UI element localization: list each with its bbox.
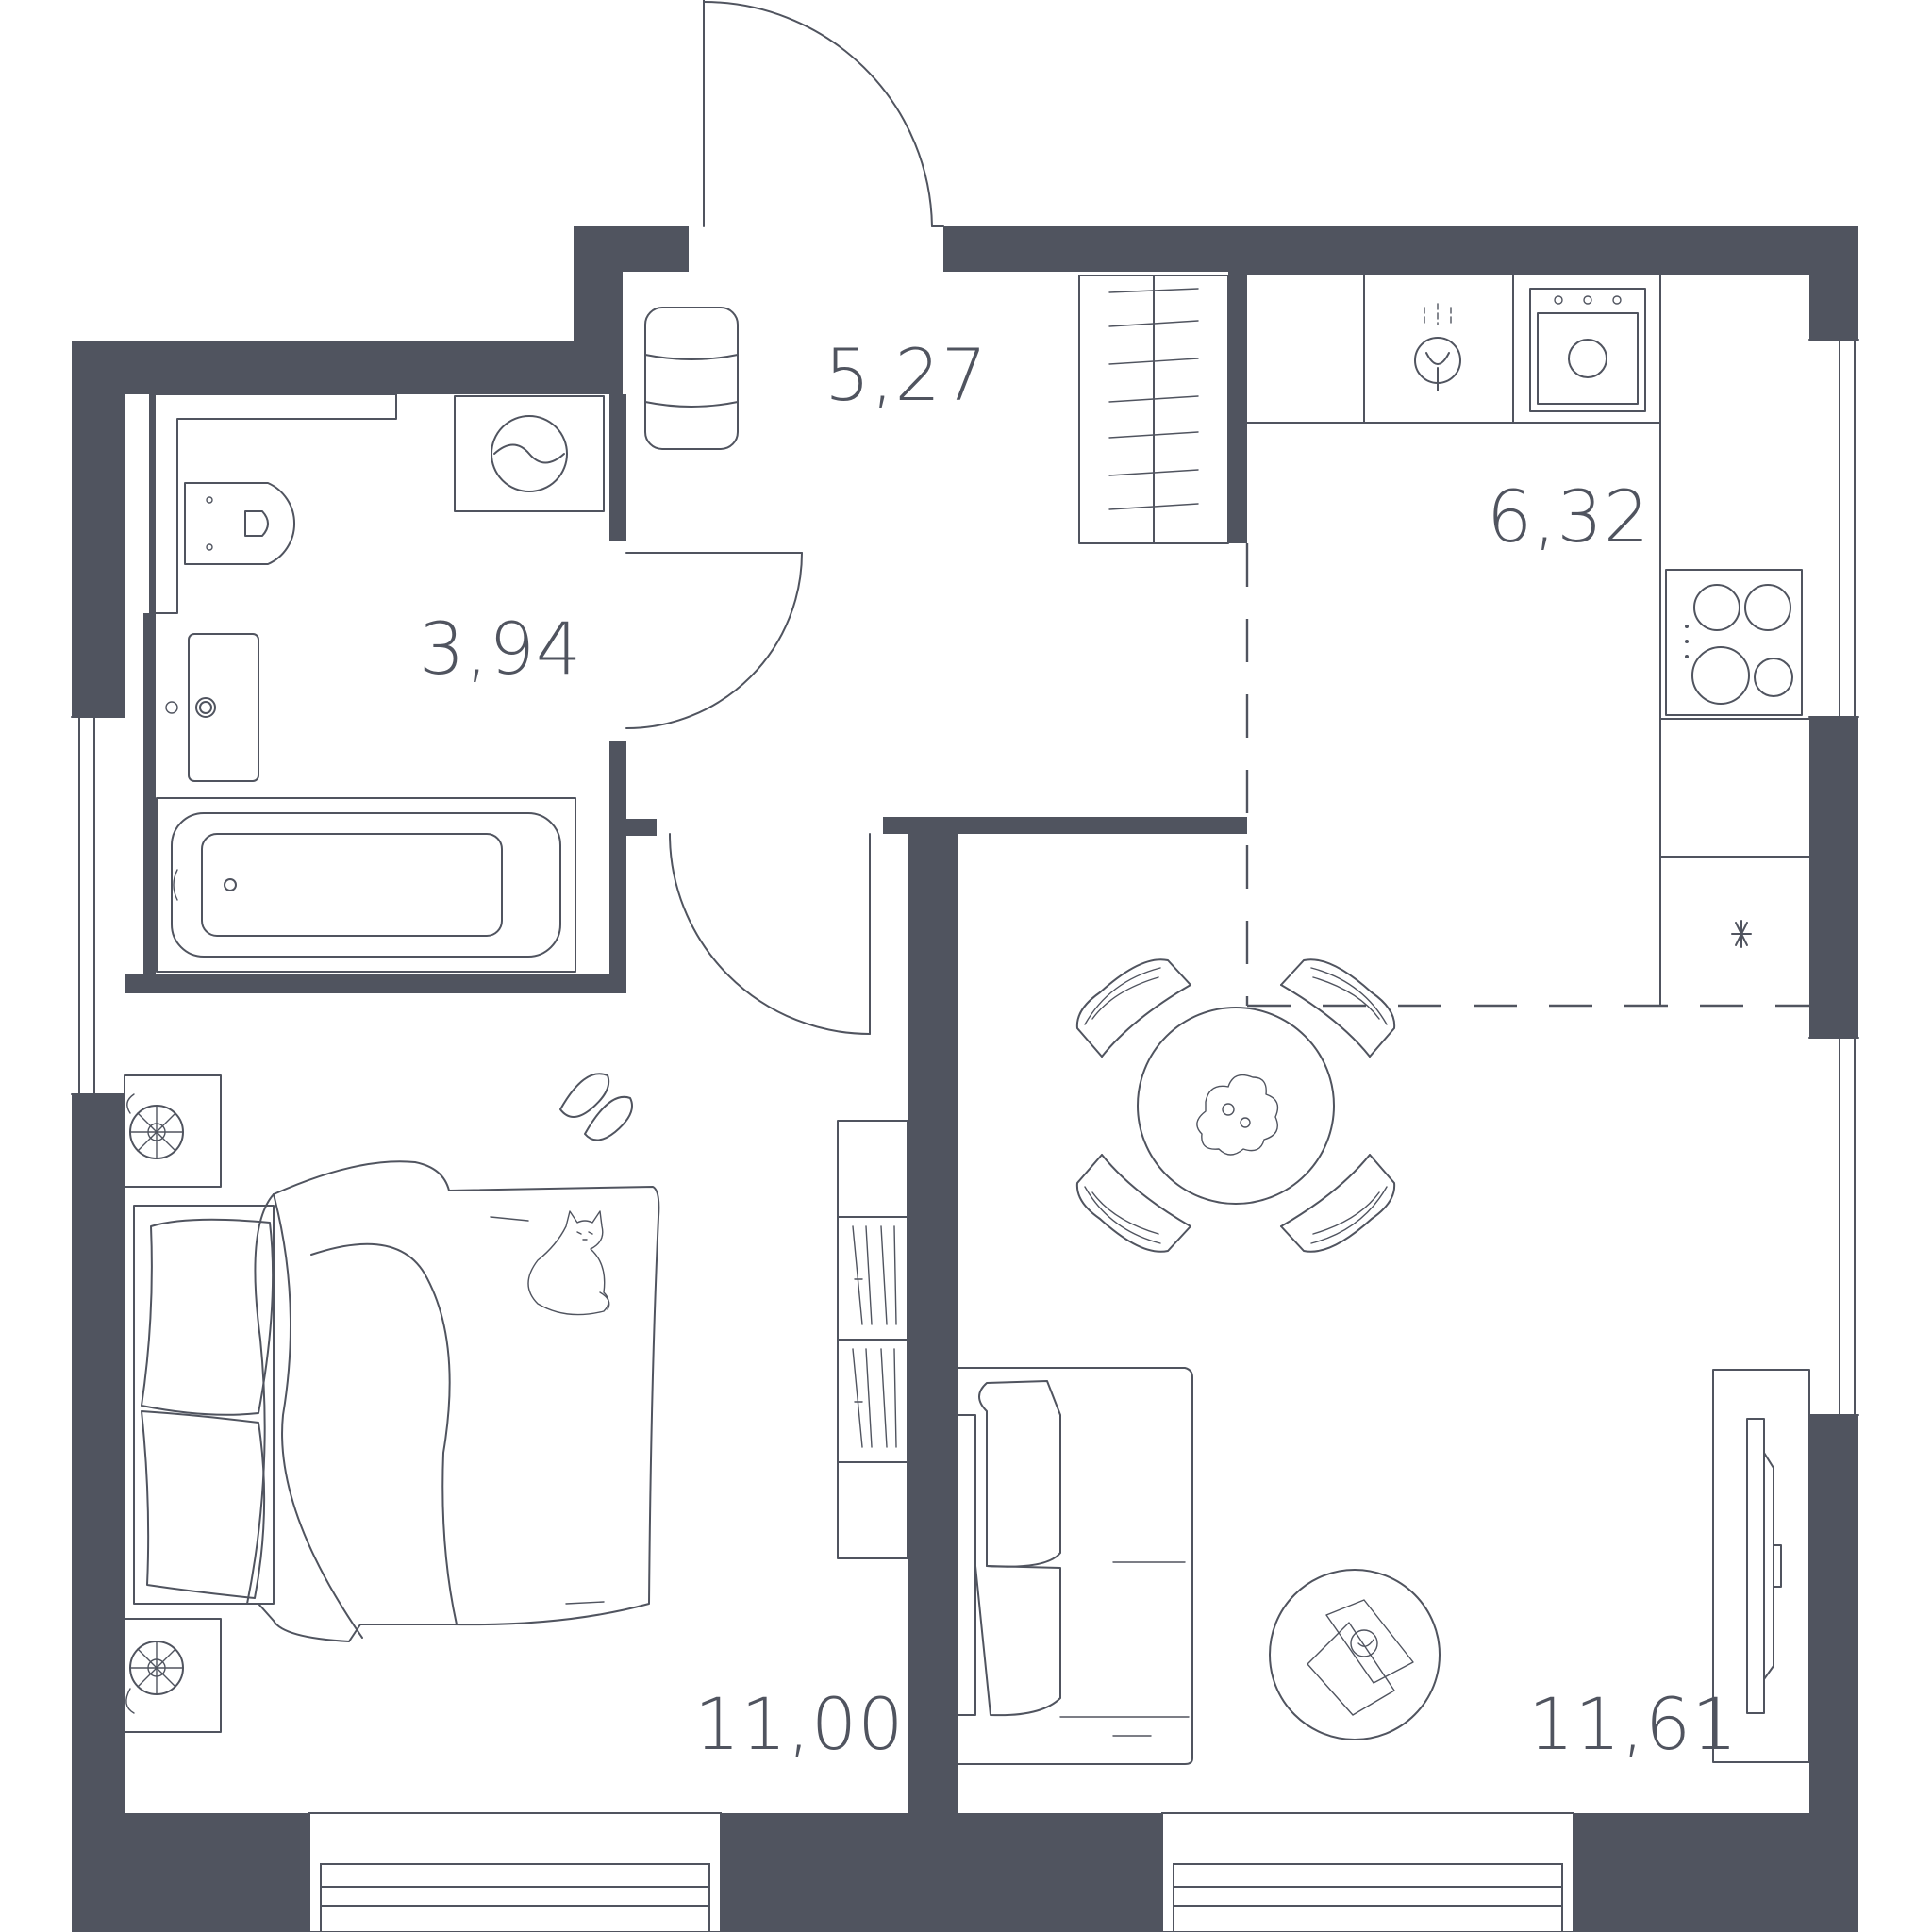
nightstand-icon (124, 1618, 222, 1733)
window-icon (1808, 1037, 1859, 1416)
chair-icon (644, 307, 739, 450)
tv-icon (1712, 1369, 1810, 1763)
sink-icon (1414, 303, 1461, 391)
wall-hall-top-stub (623, 226, 689, 272)
wall-hall-left-stub (574, 226, 623, 394)
window-icon (71, 716, 125, 1095)
chair-icon (1280, 1154, 1396, 1253)
wall-left (72, 341, 125, 1932)
stove-icon (1665, 569, 1803, 716)
wardrobe-icon (1078, 275, 1229, 544)
window-icon (308, 1812, 722, 1932)
chair-icon (1280, 958, 1396, 1058)
sink-icon (1529, 288, 1646, 412)
washbasin-icon (165, 633, 259, 782)
wall-top-right (943, 226, 1858, 275)
cat-icon (527, 1210, 610, 1316)
area-label-kitchen: 6,32 (1487, 475, 1650, 558)
chair-icon (1075, 958, 1191, 1058)
wall-bottom-right (1574, 1813, 1858, 1932)
lamp-icon (125, 1641, 184, 1714)
bathtub-icon (156, 797, 576, 973)
wall-bottom-left (72, 1813, 309, 1932)
fridge-icon (1731, 920, 1752, 948)
washing-machine-icon (454, 395, 605, 512)
nightstand-icon (124, 1074, 222, 1188)
sofa-icon (958, 1367, 1193, 1765)
door-swing-icon (703, 0, 944, 227)
window-icon (1808, 339, 1859, 718)
bed-icon (133, 1160, 660, 1642)
area-label-bathroom: 3,94 (419, 607, 582, 691)
toilet-icon (184, 482, 296, 565)
lamp-icon (126, 1093, 184, 1159)
door-swing-icon (669, 833, 871, 1035)
pillow-icon (141, 1410, 266, 1599)
wall-top-left (72, 341, 621, 394)
door-swing-icon (625, 552, 803, 729)
area-label-living: 11,61 (1528, 1682, 1739, 1766)
slippers-icon (559, 1073, 633, 1141)
kitchen-counter (1246, 275, 1810, 1007)
area-label-bedroom: 11,00 (694, 1682, 905, 1766)
coffee-table-icon (1269, 1569, 1441, 1740)
chair-icon (1075, 1154, 1191, 1253)
wardrobe-icon (837, 1120, 908, 1559)
area-label-hall: 5,27 (824, 333, 988, 417)
window-icon (1161, 1812, 1574, 1932)
pillow-icon (141, 1218, 275, 1416)
dining-table-icon (1137, 1007, 1335, 1205)
